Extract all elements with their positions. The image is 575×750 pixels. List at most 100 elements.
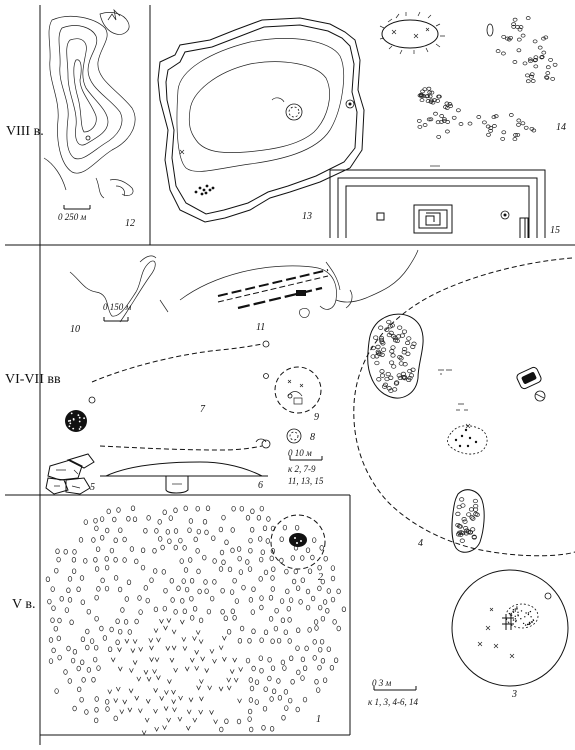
posthole [69, 619, 74, 626]
posthole [422, 123, 428, 127]
posthole [552, 62, 558, 67]
posthole [287, 638, 292, 644]
posthole [157, 519, 162, 525]
v-mark [179, 619, 185, 625]
fig-15-walled-enclosure [329, 165, 546, 238]
posthole [269, 696, 274, 702]
posthole [180, 598, 185, 604]
posthole [261, 725, 266, 731]
v-mark [177, 716, 183, 722]
v-mark [122, 699, 128, 705]
posthole [317, 664, 322, 671]
posthole [178, 537, 183, 544]
posthole [270, 638, 275, 644]
posthole [153, 568, 158, 574]
stone [532, 619, 534, 621]
v-mark [138, 647, 143, 653]
posthole [145, 597, 150, 604]
posthole [517, 27, 523, 32]
posthole [91, 537, 96, 543]
stone [69, 422, 72, 425]
posthole [330, 565, 336, 571]
stone [471, 535, 477, 540]
posthole [221, 514, 226, 521]
figure-number-2: 2 [318, 572, 323, 583]
stone [473, 507, 479, 512]
stone [375, 344, 381, 350]
posthole [260, 549, 265, 555]
posthole [310, 554, 315, 561]
posthole [329, 665, 335, 671]
posthole [439, 119, 444, 124]
figure-number-11: 11 [256, 322, 265, 333]
v-mark [209, 649, 215, 655]
stone [461, 517, 467, 522]
stone [474, 512, 480, 517]
posthole [341, 606, 347, 613]
v-mark [226, 685, 232, 691]
posthole [138, 609, 143, 615]
figure-number-6: 6 [258, 480, 263, 491]
figure-number-4: 4 [418, 538, 423, 549]
posthole [516, 122, 521, 127]
v-mark [200, 656, 205, 662]
posthole [202, 554, 207, 561]
posthole [495, 49, 501, 54]
posthole [270, 586, 275, 592]
v-mark [156, 675, 161, 681]
v-mark [137, 708, 143, 714]
posthole [78, 537, 84, 543]
posthole [220, 587, 225, 594]
posthole [248, 697, 254, 703]
scale-label-3m: 0 3 м [372, 678, 392, 688]
stone [397, 354, 403, 360]
posthole [127, 629, 132, 635]
v-mark [178, 695, 183, 701]
stone [374, 360, 380, 366]
stone [528, 623, 531, 625]
posthole [533, 57, 538, 62]
figure-number-15: 15 [550, 225, 560, 236]
posthole [447, 102, 453, 107]
posthole [47, 598, 52, 605]
v-mark [195, 630, 201, 636]
posthole [117, 586, 123, 593]
posthole [189, 595, 194, 602]
posthole [140, 547, 146, 554]
posthole [419, 98, 425, 103]
posthole [163, 587, 168, 594]
posthole [248, 677, 253, 683]
v-mark [167, 679, 172, 685]
posthole [173, 528, 179, 534]
posthole [247, 638, 252, 644]
posthole [325, 608, 330, 614]
posthole [109, 626, 114, 633]
posthole [290, 679, 295, 685]
posthole [79, 696, 84, 703]
posthole [227, 566, 233, 573]
stone [460, 503, 466, 508]
stone [459, 497, 465, 502]
posthole [529, 126, 535, 131]
posthole [202, 519, 208, 525]
posthole [143, 528, 148, 534]
posthole [295, 706, 300, 713]
posthole [109, 547, 115, 554]
posthole [310, 595, 316, 602]
v-mark [127, 707, 133, 713]
posthole [282, 524, 288, 531]
v-mark [209, 710, 214, 716]
v-mark [192, 636, 197, 642]
posthole [102, 635, 108, 641]
posthole [279, 598, 285, 604]
posthole [422, 87, 428, 92]
posthole [293, 568, 298, 575]
posthole [251, 586, 256, 592]
posthole [226, 629, 232, 635]
posthole [305, 604, 311, 611]
posthole [248, 547, 253, 554]
posthole [323, 555, 328, 562]
posthole [220, 609, 225, 615]
posthole [456, 108, 461, 113]
